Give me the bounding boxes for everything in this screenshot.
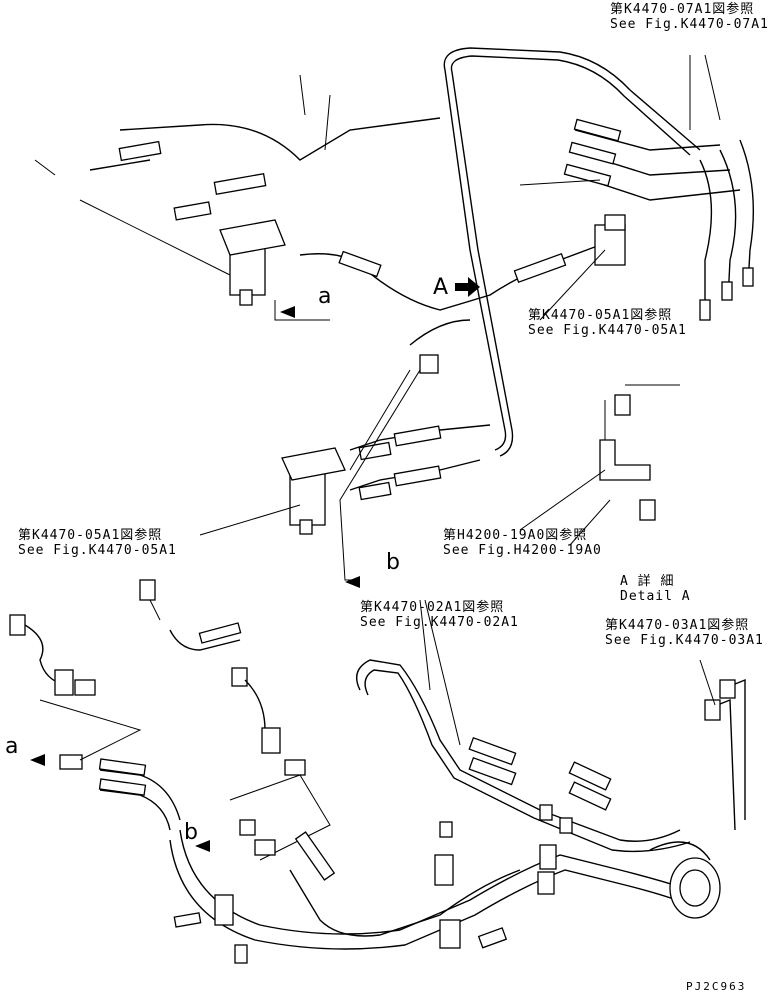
ref-label-k4470-03a1: 第K4470-03A1図参照 See Fig.K4470-03A1 (605, 618, 764, 648)
ref-label-k4470-05a1-top: 第K4470-05A1図参照 See Fig.K4470-05A1 (528, 308, 687, 338)
upper-valve-assembly (79, 117, 626, 321)
clamps-and-bolts (173, 804, 573, 964)
ref-label-k4470-07a1: 第K4470-07A1図参照 See Fig.K4470-07A1 (610, 2, 769, 32)
ref-en-text: See Fig.H4200-19A0 (443, 543, 602, 558)
ref-en-text: See Fig.K4470-07A1 (610, 17, 769, 32)
ref-label-h4200-19a0: 第H4200-19A0図参照 See Fig.H4200-19A0 (443, 528, 602, 558)
b-arrow-lower (195, 840, 210, 852)
ref-jp-text: 第K4470-02A1図参照 (360, 600, 505, 615)
ref-jp-text: 第K4470-05A1図参照 (18, 528, 163, 543)
letter-b-lower: b (184, 820, 198, 845)
ref-jp-text: 第H4200-19A0図参照 (443, 528, 588, 543)
middle-valve-assembly (199, 319, 491, 581)
lower-sweep-pipes (169, 659, 746, 950)
ref-jp-text: 第K4470-05A1図参照 (528, 308, 673, 323)
detail-a-arrow (455, 277, 480, 297)
upper-hose-bundle (563, 118, 755, 321)
ref-en-text: See Fig.K4470-05A1 (528, 323, 687, 338)
letter-b-middle: b (386, 550, 400, 575)
leader-lines (34, 54, 721, 746)
ref-en-text: See Fig.K4470-05A1 (18, 543, 177, 558)
letter-a-upper: a (318, 284, 332, 309)
b-arrow-middle (345, 576, 360, 588)
ref-jp-text: 第K4470-03A1図参照 (605, 618, 750, 633)
lower-left-fittings (9, 579, 242, 831)
a-arrow-lower (30, 754, 45, 766)
main-loop-pipe (443, 47, 701, 457)
bracket-assembly (519, 394, 656, 531)
ref-en-text: See Fig.K4470-03A1 (605, 633, 764, 648)
detail-a-caption: A 詳 細 Detail A (620, 574, 691, 604)
lower-sensor-assembly (229, 667, 331, 861)
letter-a-lower: a (5, 734, 19, 759)
detail-en-text: Detail A (620, 589, 691, 604)
ref-jp-text: 第K4470-07A1図参照 (610, 2, 755, 17)
detail-jp-text: A 詳 細 (620, 574, 675, 589)
drawing-id: PJ2C963 (686, 980, 747, 993)
ref-en-text: See Fig.K4470-02A1 (360, 615, 519, 630)
ref-label-k4470-05a1-left: 第K4470-05A1図参照 See Fig.K4470-05A1 (18, 528, 177, 558)
ref-label-k4470-02a1: 第K4470-02A1図参照 See Fig.K4470-02A1 (360, 600, 519, 630)
a-arrow-upper (280, 306, 295, 318)
letter-a-callout: A (433, 275, 449, 300)
